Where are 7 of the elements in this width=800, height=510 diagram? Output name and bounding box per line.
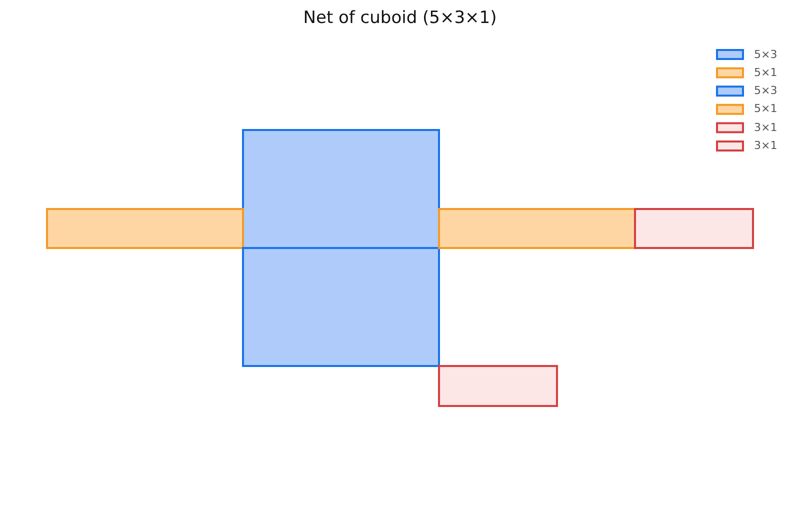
legend-label: 5×3: [754, 48, 778, 60]
legend-label: 5×3: [754, 85, 778, 98]
chart-title: Net of cuboid (5×3×1): [302, 8, 498, 28]
legend-label: 5×1: [754, 66, 778, 79]
legend-label: 5×1: [754, 103, 778, 116]
legend-label: 3×1: [754, 140, 778, 152]
legend-label: 3×1: [754, 122, 778, 134]
